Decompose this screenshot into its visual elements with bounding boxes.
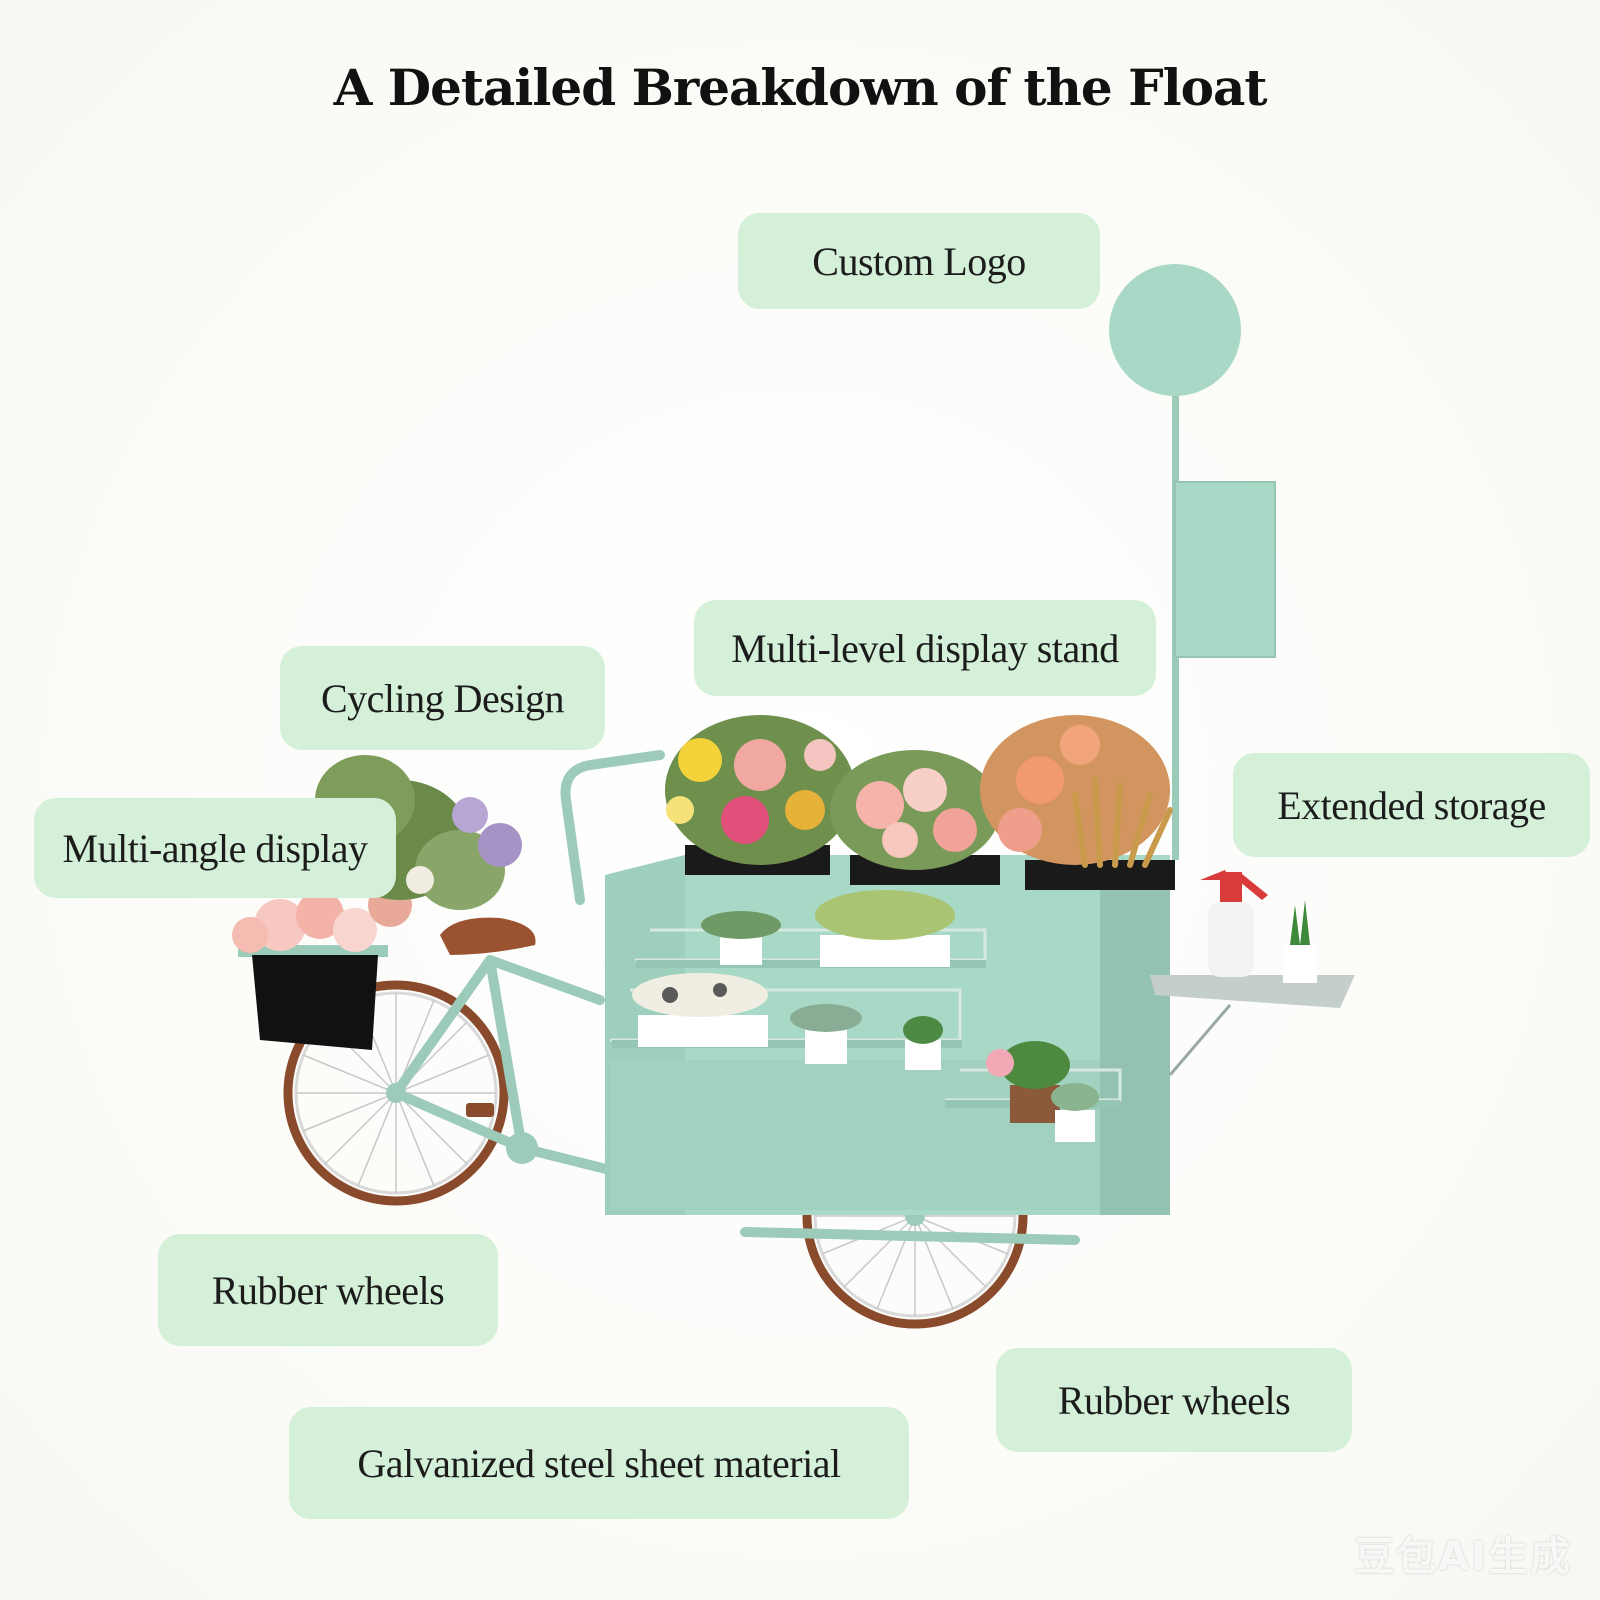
extended-side-shelf [1150,975,1355,1008]
pedal-crank [506,1132,538,1164]
label-custom-logo: Custom Logo [738,213,1100,309]
spray-bottle [1200,870,1268,977]
label-multi-angle-display: Multi-angle display [34,798,396,898]
label-rubber-wheels-right: Rubber wheels [996,1348,1352,1452]
rear-basket [252,955,378,1050]
label-cycling-design: Cycling Design [280,646,605,750]
shelf-tier-2 [636,960,986,968]
label-multi-level-display-stand: Multi-level display stand [694,600,1156,696]
pedal [466,1103,494,1117]
logo-sign-circle [1109,264,1241,396]
shelf-plants [632,890,1099,1142]
label-extended-storage: Extended storage [1233,753,1590,857]
bicycle-frame [391,750,1080,1245]
watermark-text: 豆包AI生成 [1354,1534,1572,1580]
side-sign-panel [1174,481,1276,658]
shelf-tier-1 [612,1040,962,1048]
shelf-brace [1168,1004,1232,1076]
side-shelf-plant [1283,900,1317,983]
label-galvanized-steel: Galvanized steel sheet material [289,1407,909,1519]
bicycle-seat [440,917,536,955]
label-rubber-wheels-left: Rubber wheels [158,1234,498,1346]
top-flowers [665,715,1173,870]
page-title: A Detailed Breakdown of the Float [333,58,1268,117]
